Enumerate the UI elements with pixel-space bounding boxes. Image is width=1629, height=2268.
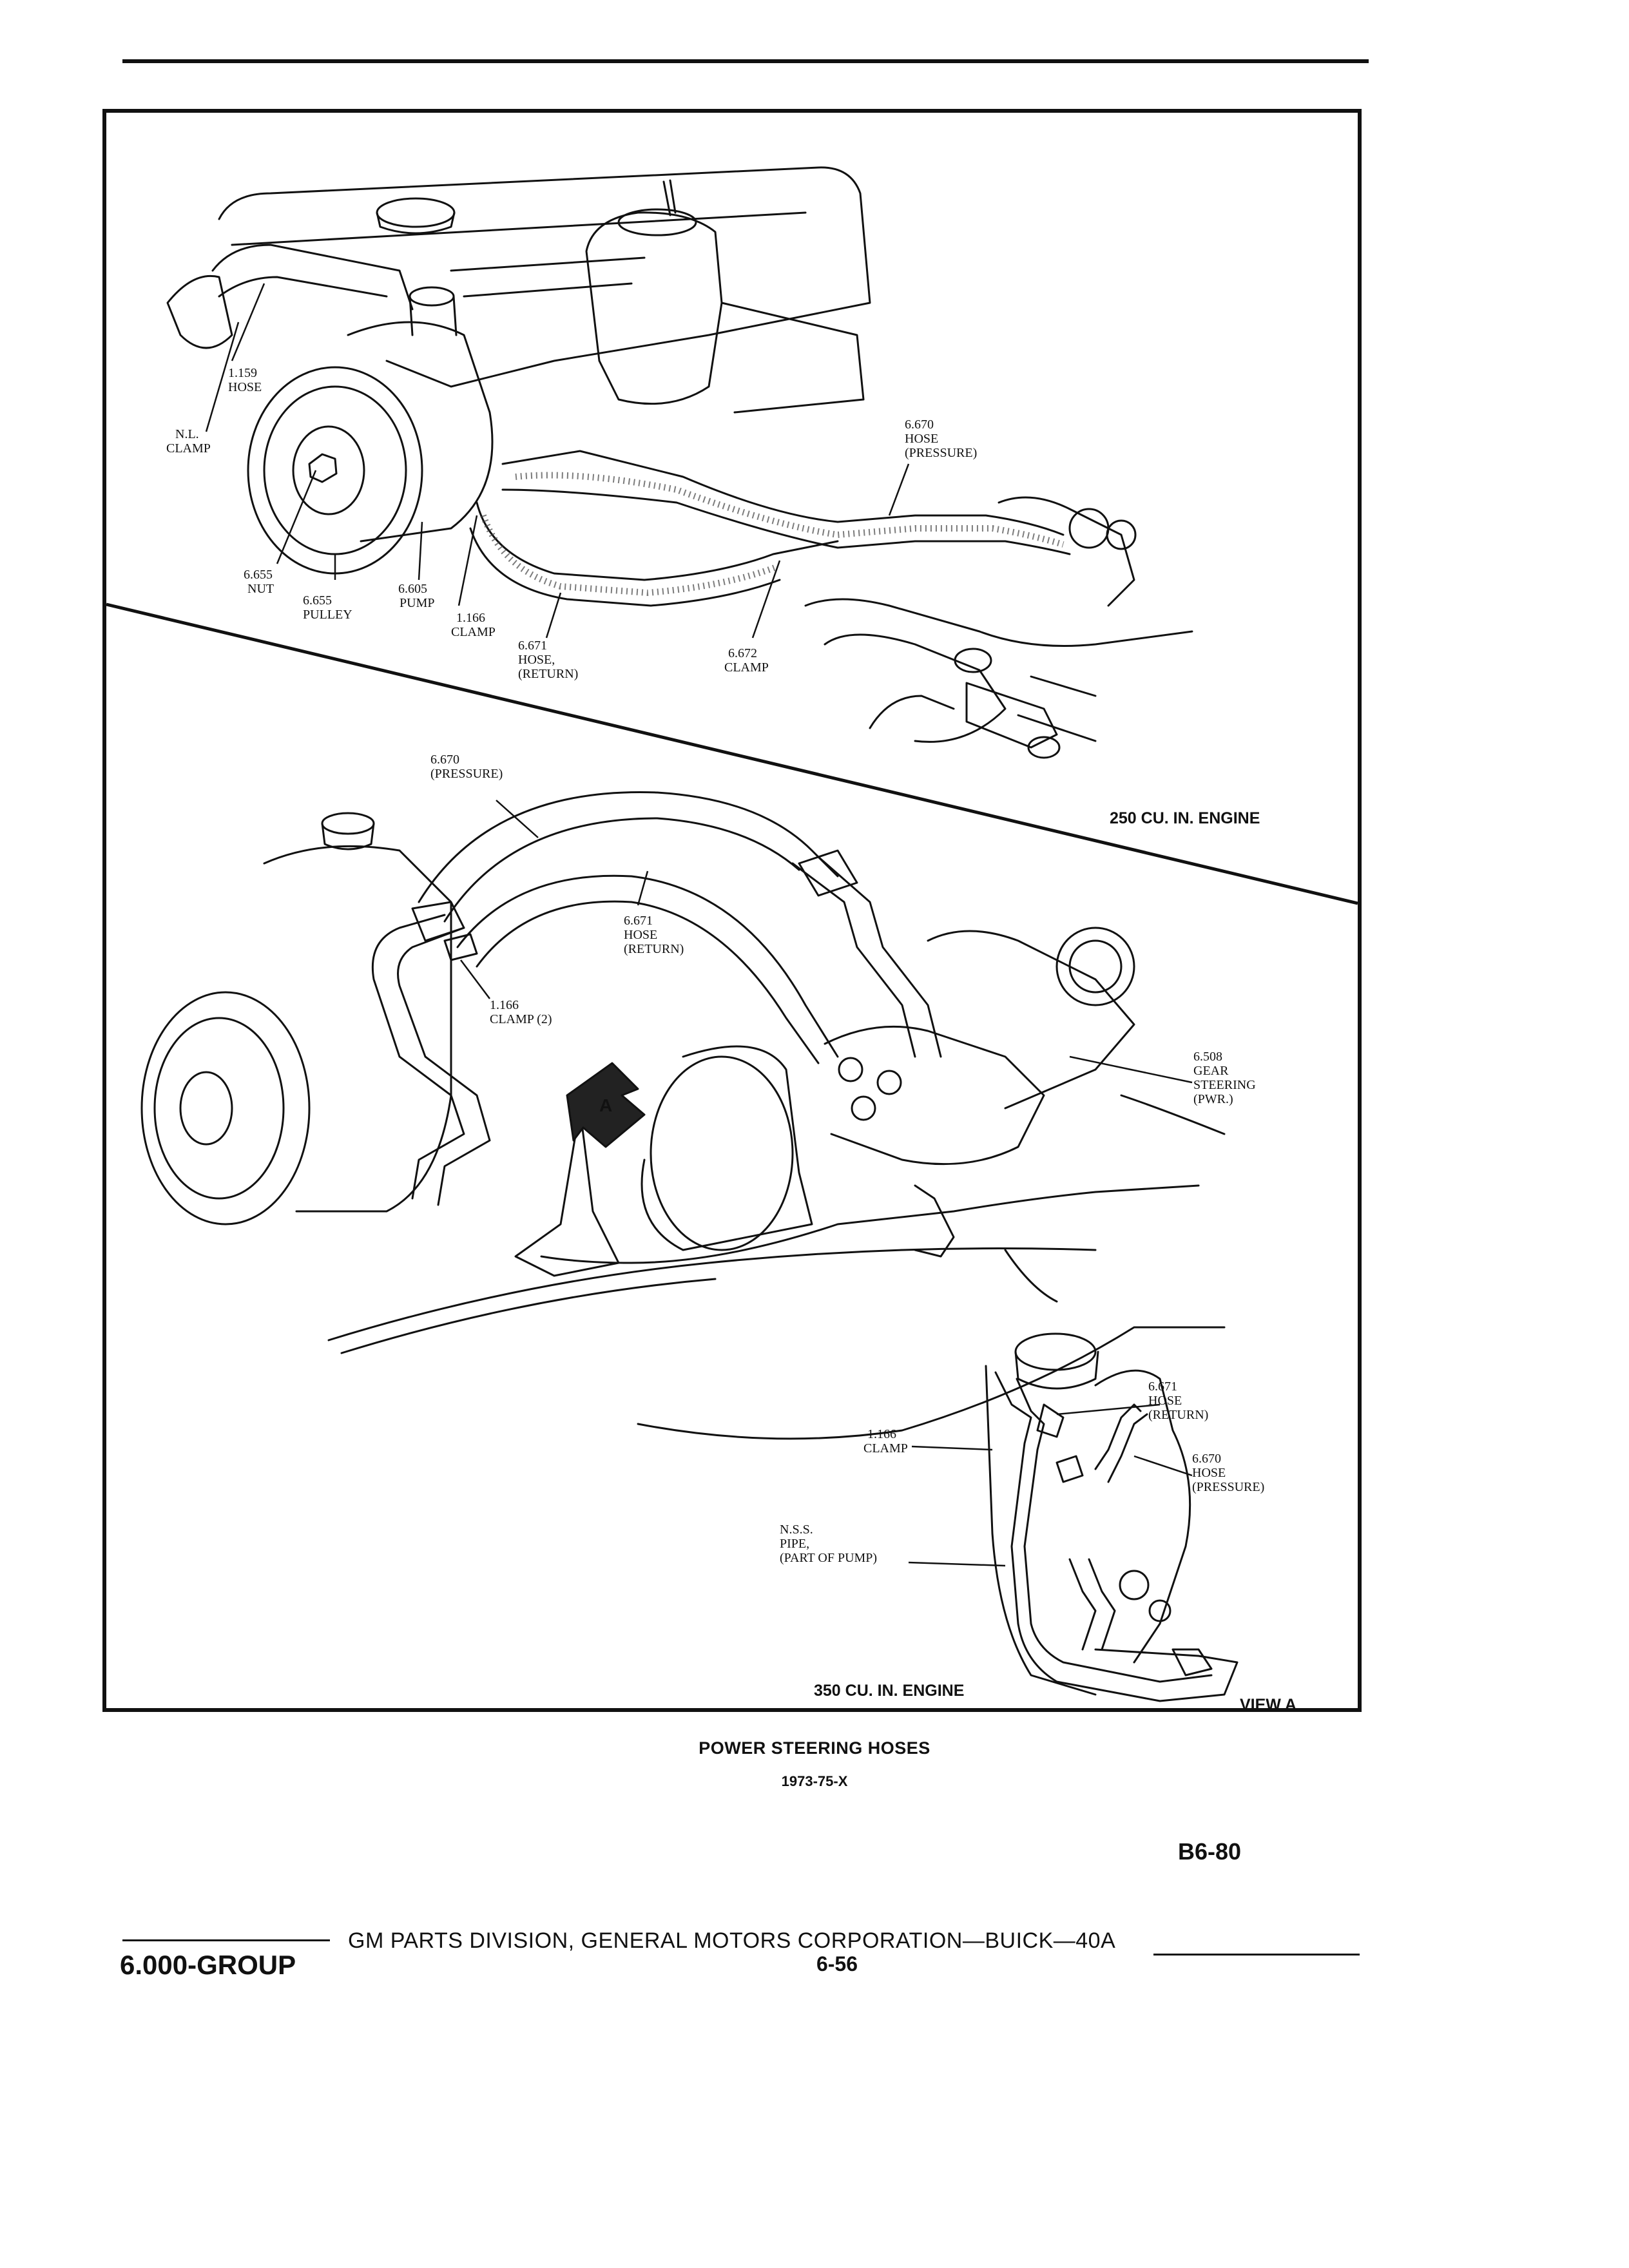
figure-subcaption: 1973-75-X: [781, 1773, 848, 1789]
bottom-engine-illustration: [140, 791, 1226, 1440]
view-a-arrow: A: [566, 1062, 646, 1148]
footer-rule-left: [122, 1939, 330, 1941]
svg-text:A: A: [599, 1095, 612, 1115]
engine-label-250: 250 CU. IN. ENGINE: [1110, 809, 1260, 827]
callout-nss-pipe: N.S.S.PIPE,(PART OF PUMP): [780, 1523, 877, 1565]
engine-label-350: 350 CU. IN. ENGINE: [814, 1682, 964, 1700]
top-hose-texture: [480, 472, 1065, 597]
footer-group: 6.000-GROUP: [120, 1950, 296, 1980]
callout-pressure-6670: 6.670(PRESSURE): [430, 753, 503, 781]
top-engine-illustration: [166, 166, 1193, 759]
header-rule: [122, 59, 1369, 63]
footer-page-number: 6-56: [816, 1952, 858, 1975]
diagram-frame: [102, 109, 1362, 1712]
footer-publisher: GM PARTS DIVISION, GENERAL MOTORS CORPOR…: [348, 1928, 1116, 1953]
top-leaders: [205, 283, 910, 639]
figure-caption: POWER STEERING HOSES: [699, 1738, 930, 1758]
callout-nl-clamp: N.L.CLAMP: [166, 427, 211, 456]
bottom-leaders: [460, 800, 1193, 1567]
footer-rule-right: [1153, 1954, 1360, 1956]
view-a-label: VIEW A: [1240, 1696, 1296, 1714]
view-divider: [106, 602, 1358, 905]
view-a-inset: [985, 1332, 1239, 1702]
page-code: B6-80: [1178, 1838, 1242, 1865]
